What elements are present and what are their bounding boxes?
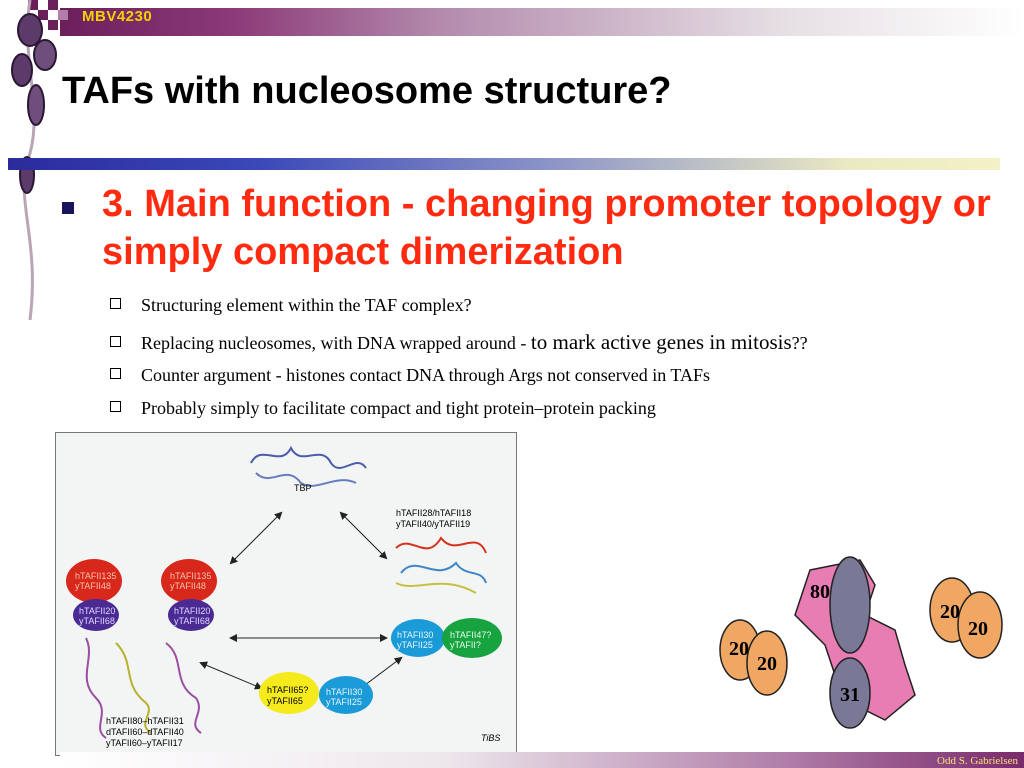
taf-cartoon: 80 20 20 20 20 31 <box>715 555 1015 755</box>
cartoon-label: 31 <box>840 684 860 706</box>
sub-bullet-tail: ?? <box>791 333 808 353</box>
sub-bullet-text: Counter argument - histones contact DNA … <box>141 365 710 385</box>
red-ellipse-label: yTAFII48 <box>170 581 206 591</box>
pair-label-top: hTAFII28/hTAFII18 <box>396 508 472 518</box>
slide-title: TAFs with nucleosome structure? <box>62 70 672 112</box>
cartoon-graphics: 80 20 20 20 20 31 <box>719 556 1003 729</box>
blue-ellipse-label: hTAFII30 <box>326 687 363 697</box>
cartoon-label: 20 <box>757 653 777 675</box>
header-bar <box>60 8 1024 36</box>
bullet-square-icon <box>62 202 74 214</box>
bottom-left-label: yTAFII60–yTAFII17 <box>106 738 183 748</box>
sub-bullet: Structuring element within the TAF compl… <box>110 295 472 316</box>
pair-label-bottom: yTAFII40/yTAFII19 <box>396 519 471 529</box>
footer-author: Odd S. Gabrielsen <box>937 755 1018 767</box>
sub-bullet: Probably simply to facilitate compact an… <box>110 398 656 419</box>
red-ellipse-label: hTAFII135 <box>170 571 212 581</box>
sub-bullet: Replacing nucleosomes, with DNA wrapped … <box>110 330 808 355</box>
bottom-left-label: dTAFII60–dTAFII40 <box>106 727 184 737</box>
blue-ellipse-label: hTAFII30 <box>397 630 434 640</box>
hollow-square-icon <box>110 368 121 379</box>
course-code: MBV4230 <box>82 8 153 25</box>
title-underline <box>8 158 1000 170</box>
red-ellipse-label: yTAFII48 <box>75 581 111 591</box>
sub-bullet-text: Probably simply to facilitate compact an… <box>141 398 656 418</box>
figure-credit: TiBS <box>481 733 501 743</box>
sub-bullet-text: Replacing nucleosomes, with DNA wrapped … <box>141 333 531 353</box>
vine-ornament <box>11 0 57 320</box>
green-ellipse-label: yTAFII? <box>450 640 481 650</box>
cartoon-label: 20 <box>940 601 960 623</box>
blue-ellipse-label: yTAFII25 <box>397 640 433 650</box>
purple-ellipse-label: yTAFII68 <box>79 616 115 626</box>
blue-ellipse-label: yTAFII25 <box>326 697 362 707</box>
hollow-square-icon <box>110 401 121 412</box>
tbp-label: TBP <box>294 483 312 493</box>
main-bullet-text: 3. Main function - changing promoter top… <box>102 183 991 273</box>
cartoon-label: 80 <box>810 581 830 603</box>
red-ellipse-label: hTAFII135 <box>75 571 117 581</box>
cartoon-label: 20 <box>729 638 749 660</box>
footer-bar <box>60 752 1024 768</box>
purple-ellipse-label: yTAFII68 <box>174 616 210 626</box>
figure-graphics <box>66 445 502 739</box>
sub-bullet: Counter argument - histones contact DNA … <box>110 365 710 386</box>
sub-bullet-emphasis: to mark active genes in mitosis <box>530 330 792 354</box>
yellow-ellipse-label: hTAFII65? <box>267 685 309 695</box>
purple-ellipse-label: hTAFII20 <box>174 606 211 616</box>
bottom-left-label: hTAFII80–hTAFII31 <box>106 716 184 726</box>
hollow-square-icon <box>110 298 121 309</box>
sub-bullet-text: Structuring element within the TAF compl… <box>141 295 472 315</box>
purple-ellipse-label: hTAFII20 <box>79 606 116 616</box>
taf-interaction-figure: TBP hTAFII28/hTAFII18 yTAFII40/yTAFII19 … <box>55 432 517 756</box>
green-ellipse-label: hTAFII47? <box>450 630 492 640</box>
yellow-ellipse-label: yTAFII65 <box>267 696 303 706</box>
cartoon-label: 20 <box>968 618 988 640</box>
hollow-square-icon <box>110 336 121 347</box>
